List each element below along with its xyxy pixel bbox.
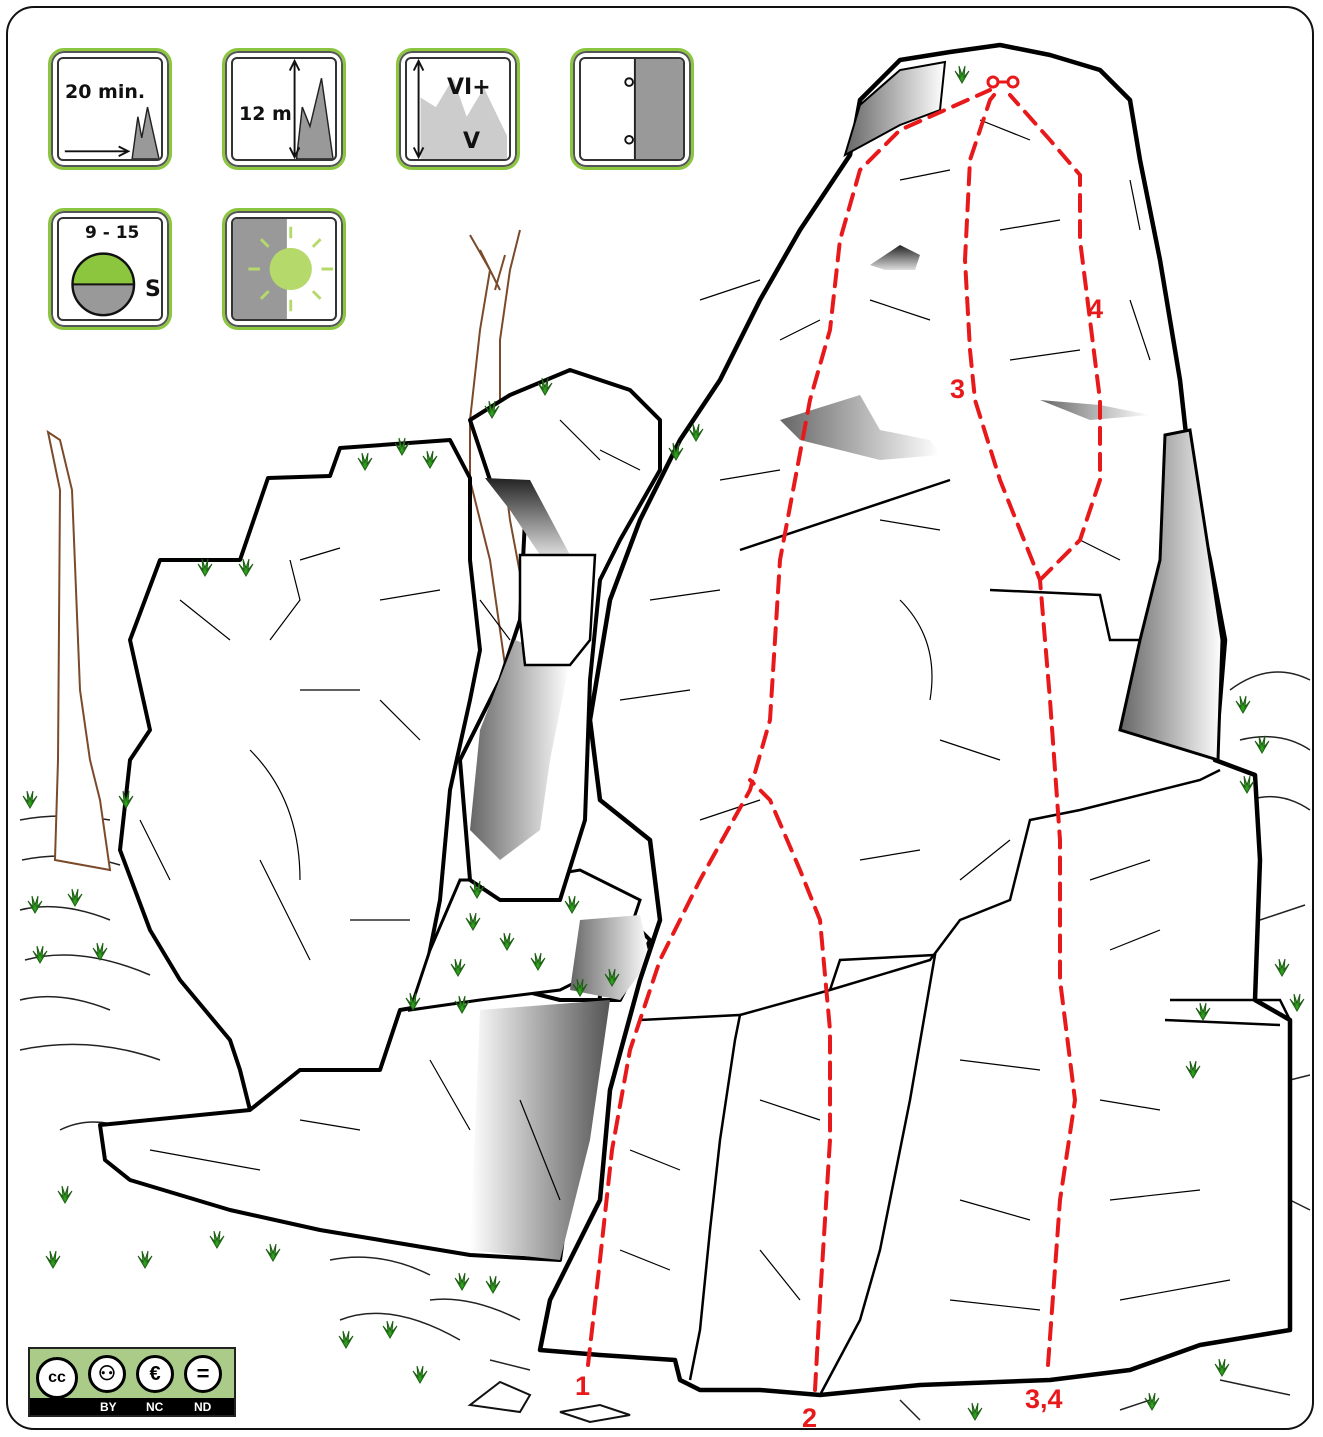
orientation-direction-label: S	[145, 277, 161, 302]
plant-icon	[138, 1251, 152, 1268]
plant-icon	[1290, 994, 1304, 1011]
grade-min-label: V	[463, 129, 480, 154]
license-by-label: BY	[100, 1400, 117, 1414]
approach-time-label: 20 min.	[65, 81, 145, 103]
nc-euro-icon: €	[136, 1355, 174, 1393]
grade-range-icon	[407, 59, 509, 159]
plant-icon	[968, 1403, 982, 1420]
plant-icon	[413, 1366, 427, 1383]
route-label-4: 4	[1088, 294, 1103, 324]
plant-icon	[33, 946, 47, 963]
plant-icon	[1236, 696, 1250, 713]
route-label-2: 2	[802, 1403, 817, 1433]
wall-height-tile: 12 m	[222, 48, 346, 170]
approach-time-icon	[59, 59, 161, 159]
approach-time-tile: 20 min.	[48, 48, 172, 170]
license-nd-label: ND	[194, 1400, 211, 1414]
orientation-hours-label: 9 - 15	[85, 223, 139, 243]
nd-equals-icon: =	[184, 1355, 222, 1393]
plant-icon	[28, 896, 42, 913]
license-nc-label: NC	[146, 1400, 163, 1414]
cc-icon: cc	[36, 1357, 78, 1399]
route-label-1: 1	[575, 1371, 590, 1401]
sun-exposure-icon	[233, 219, 335, 319]
plant-icon	[1145, 1393, 1159, 1410]
ground-stone	[560, 1405, 630, 1422]
plant-icon	[339, 1331, 353, 1348]
plant-icon	[1215, 1359, 1229, 1376]
orientation-tile: 9 - 15 S	[48, 208, 172, 330]
plant-icon	[486, 1276, 500, 1293]
by-person-icon: ⚇	[88, 1355, 126, 1393]
plant-icon	[1275, 959, 1289, 976]
anchors-tile	[570, 48, 694, 170]
plant-icon	[1255, 736, 1269, 753]
plant-icon	[210, 1231, 224, 1248]
plant-icon	[455, 1273, 469, 1290]
route-label-3: 3	[950, 374, 965, 404]
anchor-bolts-icon	[581, 59, 683, 159]
wall-height-label: 12 m	[239, 103, 292, 125]
plant-icon	[68, 889, 82, 906]
ground-stone	[470, 1382, 530, 1412]
sun-exposure-tile	[222, 208, 346, 330]
grade-range-tile: VI+ V	[396, 48, 520, 170]
route-label-3-4: 3,4	[1025, 1384, 1063, 1414]
plant-icon	[383, 1321, 397, 1338]
plant-icon	[266, 1244, 280, 1261]
plant-icon	[46, 1251, 60, 1268]
plant-icon	[23, 791, 37, 808]
grade-max-label: VI+	[447, 75, 491, 100]
plant-icon	[58, 1186, 72, 1203]
chockstone	[520, 555, 595, 665]
cc-license-badge: cc ⚇ € = BY NC ND	[28, 1347, 236, 1417]
